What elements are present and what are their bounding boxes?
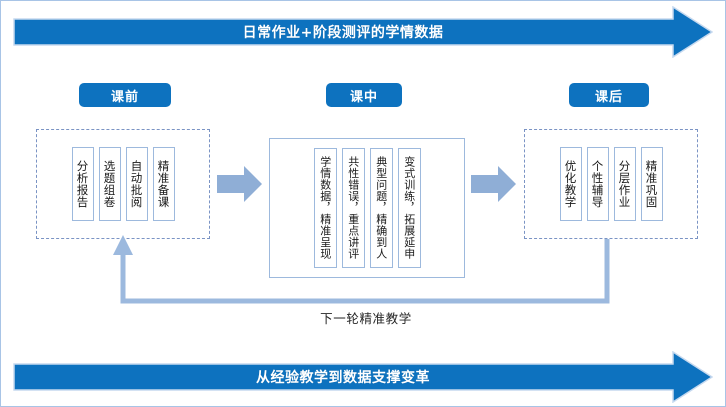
phase-tag-post-class[interactable]: 课后 bbox=[569, 83, 649, 107]
phase-group-in-class: 学情数据，精准呈现 共性错误，重点讲评 典型问题，精确到人 变式训练，拓展延申 bbox=[269, 138, 465, 278]
cell-in-1[interactable]: 学情数据，精准呈现 bbox=[313, 148, 337, 268]
phase-group-post-class-cells: 优化教学 个性辅导 分层作业 精准巩固 bbox=[525, 130, 697, 238]
cell-post-1[interactable]: 优化教学 bbox=[559, 147, 582, 221]
connector-in-to-post bbox=[471, 164, 517, 204]
cell-in-4[interactable]: 变式训练，拓展延申 bbox=[397, 148, 421, 268]
phase-group-in-class-cells: 学情数据，精准呈现 共性错误，重点讲评 典型问题，精确到人 变式训练，拓展延申 bbox=[270, 139, 464, 277]
cell-post-4[interactable]: 精准巩固 bbox=[640, 147, 663, 221]
cell-pre-4[interactable]: 精准备课 bbox=[152, 147, 175, 221]
top-banner-arrow-shape bbox=[13, 6, 713, 58]
cell-pre-1[interactable]: 分析报告 bbox=[71, 147, 94, 221]
bottom-banner-arrow: 从经验教学到数据支撑变革 bbox=[13, 351, 713, 403]
phase-tag-in-class[interactable]: 课中 bbox=[326, 83, 402, 107]
cell-post-3[interactable]: 分层作业 bbox=[613, 147, 636, 221]
phase-group-pre-class: 分析报告 选题组卷 自动批阅 精准备课 bbox=[36, 129, 210, 239]
bottom-banner-label: 从经验教学到数据支撑变革 bbox=[256, 370, 430, 386]
phase-group-pre-class-cells: 分析报告 选题组卷 自动批阅 精准备课 bbox=[37, 130, 209, 238]
cell-pre-2[interactable]: 选题组卷 bbox=[98, 147, 121, 221]
phase-tag-pre-class[interactable]: 课前 bbox=[79, 83, 171, 107]
right-arrow-icon bbox=[217, 166, 262, 202]
top-banner-arrow: 日常作业+阶段测评的学情数据 bbox=[13, 6, 713, 58]
connector-pre-to-in bbox=[217, 164, 263, 204]
cell-post-2[interactable]: 个性辅导 bbox=[586, 147, 609, 221]
bottom-banner-arrow-shape bbox=[13, 351, 713, 403]
cell-pre-3[interactable]: 自动批阅 bbox=[125, 147, 148, 221]
right-arrow-icon bbox=[471, 166, 516, 202]
phase-group-post-class: 优化教学 个性辅导 分层作业 精准巩固 bbox=[524, 129, 698, 239]
cell-in-2[interactable]: 共性错误，重点讲评 bbox=[341, 148, 365, 268]
cell-in-3[interactable]: 典型问题，精确到人 bbox=[369, 148, 393, 268]
top-banner-label: 日常作业+阶段测评的学情数据 bbox=[242, 25, 444, 41]
feedback-loop-label: 下一轮精准教学 bbox=[320, 311, 412, 326]
